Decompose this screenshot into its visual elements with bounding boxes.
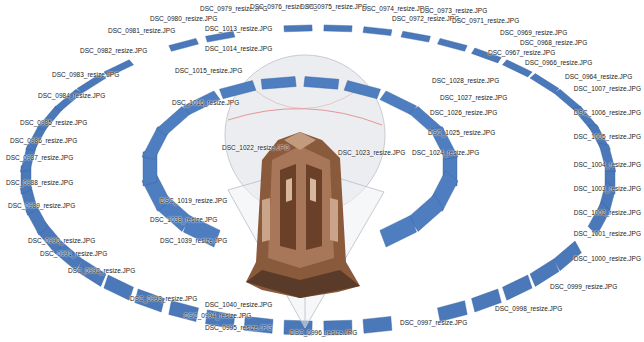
image-filename: DSC_0988_resize.JPG: [6, 180, 73, 187]
image-filename: DSC_0991_resize.JPG: [40, 251, 107, 258]
image-filename: DSC_0971_resize.JPG: [452, 18, 519, 25]
image-filename: DSC_0999_resize.JPG: [550, 284, 617, 291]
image-filename: DSC_0984_resize.JPG: [38, 93, 105, 100]
image-filename: DSC_1003_resize.JPG: [574, 186, 641, 193]
image-filename: DSC_1015_resize.JPG: [175, 68, 242, 75]
image-filename: DSC_1040_resize.JPG: [205, 302, 272, 309]
image-filename: DSC_1026_resize.JPG: [430, 110, 497, 117]
image-filename: DSC_1006_resize.JPG: [574, 110, 641, 117]
image-filename: DSC_1039_resize.JPG: [160, 238, 227, 245]
image-filename: DSC_0973_resize.JPG: [420, 8, 487, 15]
camera-frame: [380, 91, 417, 115]
image-filename: DSC_0989_resize.JPG: [8, 203, 75, 210]
image-filename: DSC_1002_resize.JPG: [574, 210, 641, 217]
camera-frame: [530, 259, 559, 286]
image-filename: DSC_0992_resize.JPG: [68, 268, 135, 275]
image-filename: DSC_0969_resize.JPG: [500, 30, 567, 37]
image-filename: DSC_0983_resize.JPG: [52, 72, 119, 79]
camera-frame: [206, 31, 235, 42]
image-filename: DSC_0964_resize.JPG: [565, 74, 632, 81]
camera-frame: [401, 31, 430, 42]
image-filename: DSC_0986_resize.JPG: [10, 138, 77, 145]
image-filename: DSC_1013_resize.JPG: [205, 26, 272, 33]
camera-frame: [363, 27, 392, 36]
image-filename: DSC_0993_resize.JPG: [130, 296, 197, 303]
image-filename: DSC_1004_resize.JPG: [574, 162, 641, 169]
image-filename: DSC_0975_resize.JPG: [300, 4, 367, 11]
camera-frame: [438, 301, 468, 322]
image-filename: DSC_1000_resize.JPG: [574, 256, 641, 263]
image-filename: DSC_1014_resize.JPG: [205, 46, 272, 53]
camera-frame: [438, 38, 468, 51]
camera-frame: [104, 275, 134, 300]
image-filename: DSC_0966_resize.JPG: [525, 60, 592, 67]
image-filename: DSC_0994_resize.JPG: [184, 313, 251, 320]
sphere-arc: [228, 109, 382, 125]
sphere-arc: [252, 88, 358, 109]
camera-frame: [261, 77, 296, 90]
camera-frame: [169, 38, 199, 51]
image-filename: DSC_1005_resize.JPG: [574, 134, 641, 141]
camera-frame: [284, 25, 312, 32]
image-filename: DSC_1038_resize.JPG: [150, 217, 217, 224]
image-filename: DSC_0997_resize.JPG: [400, 320, 467, 327]
camera-frame: [220, 81, 256, 99]
camera-frame: [363, 316, 392, 333]
camera-frame: [304, 77, 339, 90]
image-filename: DSC_1019_resize.JPG: [160, 198, 227, 205]
image-filename: DSC_0990_resize.JPG: [28, 238, 95, 245]
image-filename: DSC_0995_resize.JPG: [205, 325, 272, 332]
image-filename: DSC_1024_resize.JPG: [412, 150, 479, 157]
camera-frame: [380, 216, 417, 248]
image-filename: DSC_1001_resize.JPG: [574, 231, 641, 238]
inner-camera-ring: [142, 77, 458, 248]
image-filename: DSC_0996_resize.JPG: [290, 330, 357, 337]
image-filename: DSC_0985_resize.JPG: [20, 120, 87, 127]
image-filename: DSC_1007_resize.JPG: [574, 86, 641, 93]
image-filename: DSC_0998_resize.JPG: [495, 306, 562, 313]
camera-frame: [530, 74, 559, 93]
image-filename: DSC_1028_resize.JPG: [432, 78, 499, 85]
image-filename: DSC_1016_resize.JPG: [172, 100, 239, 107]
image-filename: DSC_0974_resize.JPG: [362, 6, 429, 13]
image-filename: DSC_1023_resize.JPG: [338, 150, 405, 157]
image-filename: DSC_0972_resize.JPG: [392, 16, 459, 23]
outer-camera-ring: [20, 25, 615, 335]
camera-frame: [324, 25, 352, 32]
building-model: [246, 132, 360, 298]
image-filename: DSC_1025_resize.JPG: [428, 130, 495, 137]
camera-frame: [344, 81, 380, 99]
camera-frame: [156, 107, 191, 136]
image-filename: DSC_0967_resize.JPG: [488, 50, 555, 57]
image-filename: DSC_1022_resize.JPG: [222, 145, 289, 152]
camera-frame: [503, 275, 533, 300]
image-filename: DSC_0982_resize.JPG: [80, 48, 147, 55]
image-filename: DSC_0981_resize.JPG: [108, 28, 175, 35]
image-filename: DSC_1027_resize.JPG: [440, 95, 507, 102]
image-filename: DSC_0968_resize.JPG: [520, 40, 587, 47]
image-filename: DSC_0980_resize.JPG: [150, 16, 217, 23]
image-filename: DSC_0987_resize.JPG: [6, 155, 73, 162]
